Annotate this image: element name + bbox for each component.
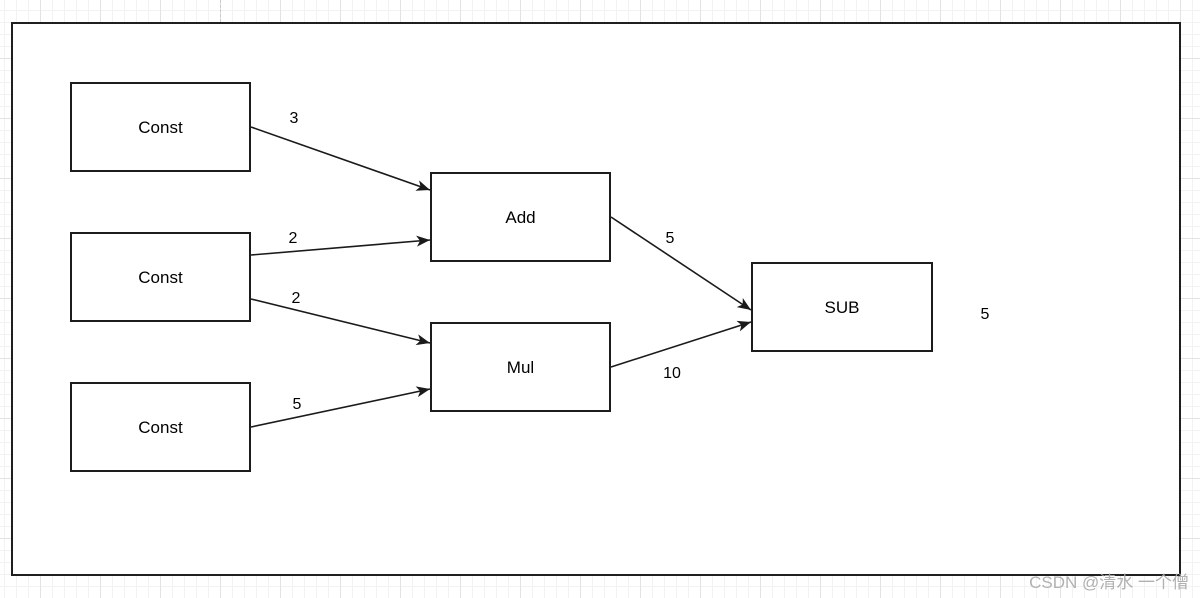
node-mul-label: Mul xyxy=(506,357,535,377)
edge-label-add-to-sub: 5 xyxy=(665,230,675,247)
node-const-3: Const xyxy=(70,382,251,472)
node-const-1: Const xyxy=(70,82,251,172)
page-boundary-divider xyxy=(220,0,221,22)
node-add: Add xyxy=(430,172,611,262)
node-sub-label: SUB xyxy=(824,297,860,317)
result-value-label: 5 xyxy=(980,306,990,323)
node-const-2: Const xyxy=(70,232,251,322)
edge-label-mul-to-sub: 10 xyxy=(663,365,681,382)
node-add-label: Add xyxy=(505,207,536,227)
node-mul: Mul xyxy=(430,322,611,412)
csdn-watermark: CSDN @清水 一个僧 xyxy=(1029,573,1189,592)
node-sub: SUB xyxy=(751,262,933,352)
node-const-3-label: Const xyxy=(138,417,183,437)
edge-label-const2-to-add: 2 xyxy=(288,230,298,247)
edge-label-const3-to-mul: 5 xyxy=(292,396,302,413)
node-const-1-label: Const xyxy=(138,117,183,137)
edge-label-const1-to-add: 3 xyxy=(289,110,299,127)
edge-label-const2-to-mul: 2 xyxy=(291,290,301,307)
node-const-2-label: Const xyxy=(138,267,183,287)
